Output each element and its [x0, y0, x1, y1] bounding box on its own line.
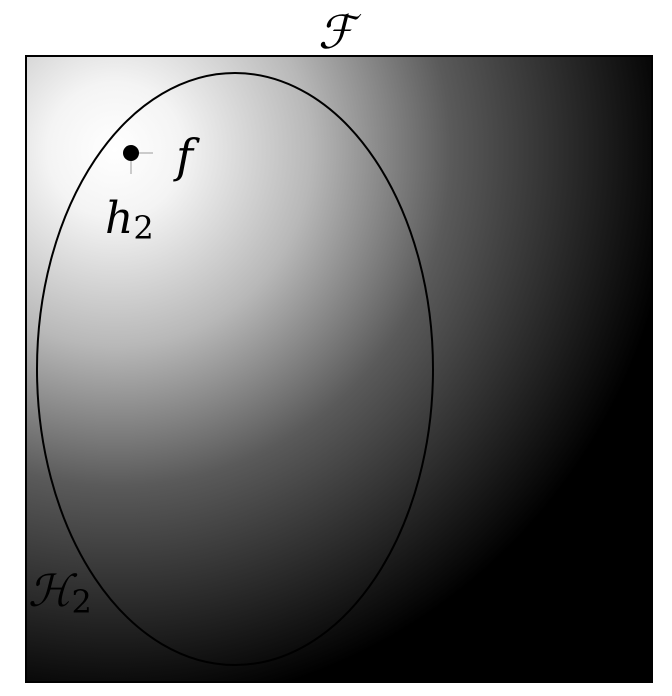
- inner-set-ellipse: [36, 72, 434, 666]
- inner-set-label: ℋ2: [28, 566, 92, 621]
- outer-set-region: [25, 55, 653, 683]
- point-h2-label: h2: [105, 193, 154, 247]
- inner-set-letter: ℋ: [28, 566, 78, 617]
- outer-set-label: ℱ: [318, 5, 362, 59]
- point-h-letter: h: [105, 193, 133, 244]
- point-marker: [123, 145, 139, 161]
- inner-set-subscript: 2: [71, 583, 91, 621]
- point-h-subscript: 2: [133, 209, 153, 247]
